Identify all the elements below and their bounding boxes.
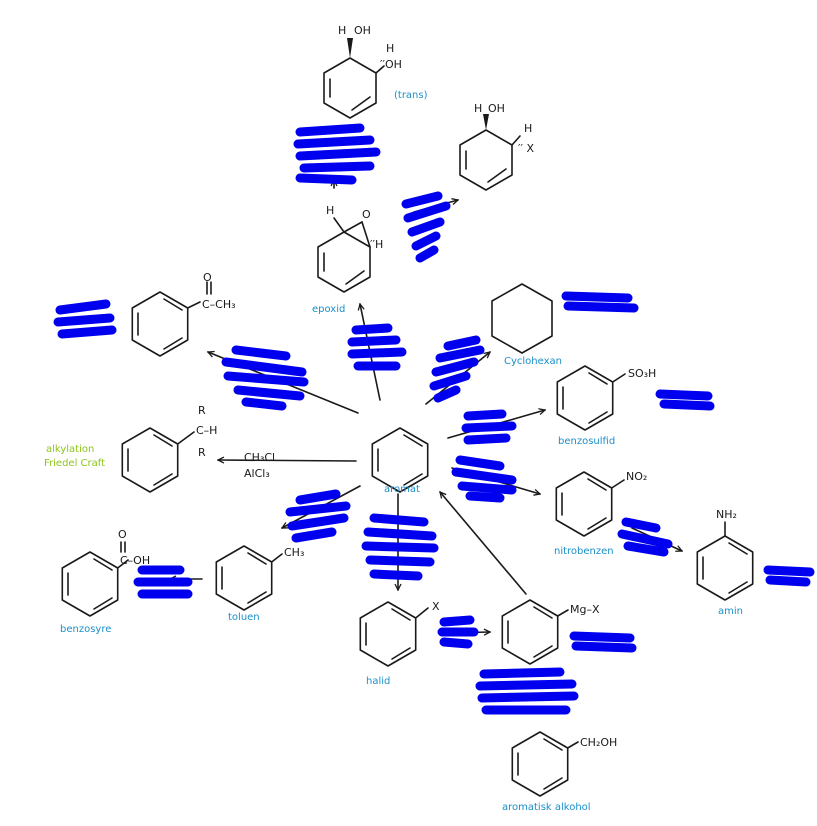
- side-label-line1: alkylation: [46, 444, 94, 455]
- benzene-sulfonic: [556, 365, 626, 431]
- scribble-cyclohexane-right: [561, 291, 639, 313]
- epoxide-oxygen: O: [362, 208, 371, 221]
- alkyl-r-bottom: R: [198, 446, 206, 459]
- sulfonic-group: SO₃H: [628, 367, 656, 380]
- scribble-halohydrin-reagent: [401, 191, 451, 263]
- label-toluen: toluen: [228, 612, 260, 623]
- label-epoxid: epoxid: [312, 304, 345, 315]
- benzene-amine: [696, 521, 754, 601]
- benzene-halide: [359, 601, 429, 667]
- halide-x: X: [432, 600, 440, 613]
- trans-diol-ring: [323, 38, 385, 119]
- reagent-ch3cl: CH₃Cl: [244, 451, 275, 464]
- benzene-benzyl-alcohol: [511, 731, 579, 797]
- benzene-aromat: [371, 427, 429, 493]
- acyl-oxygen: O: [203, 271, 212, 284]
- label-halid: halid: [366, 676, 390, 687]
- halohydrin-x: ′′ X: [518, 142, 534, 155]
- label-benzosulfid: benzosulfid: [558, 436, 615, 447]
- alkyl-r-top: R: [198, 404, 206, 417]
- amine-group: NH₂: [716, 508, 737, 521]
- halohydrin-oh: OH: [488, 102, 505, 115]
- epoxide-h-right: ′′H: [370, 238, 383, 251]
- methyl-group: CH₃: [284, 546, 304, 559]
- scribble-alcohol-reagent: [475, 667, 579, 715]
- label-amin: amin: [718, 606, 743, 617]
- scribble-acyl-left: [53, 299, 117, 339]
- acyl-group: C–CH₃: [202, 298, 236, 311]
- scribble-sulfonation-reagent: [461, 409, 517, 445]
- scribble-epoxide-reagent: [347, 323, 407, 371]
- benzoic-oxygen: O: [118, 528, 127, 541]
- nitro-group: NO₂: [626, 470, 647, 483]
- epoxide-h-left: H: [326, 204, 334, 217]
- label-benzosyre: benzosyre: [60, 624, 111, 635]
- scribble-toluene-reagent: [285, 489, 351, 543]
- arrow-grignard-to-aromat: [440, 492, 527, 595]
- scribble-halogenation-reagent: [361, 513, 439, 581]
- halohydrin-h-right: H: [524, 122, 532, 135]
- side-label-line2: Friedel Craft: [44, 458, 105, 469]
- benzene-grignard: [501, 599, 569, 665]
- scribble-cyclohexane-reagent: [429, 335, 485, 403]
- cyclohexane-ring: [491, 283, 553, 354]
- diol-h-right: H: [386, 42, 394, 55]
- redaction-scribbles: [53, 123, 815, 715]
- benzene-toluene: [215, 545, 283, 611]
- scribble-nitration-reagent: [451, 455, 517, 503]
- benzene-nitro: [555, 471, 625, 537]
- scribble-grignard-formation: [437, 615, 479, 649]
- benzyl-ch2oh: CH₂OH: [580, 736, 617, 749]
- reagent-alcl3: AlCl₃: [244, 467, 270, 480]
- diol-h-top: H: [338, 24, 346, 37]
- label-cyclohexan: Cyclohexan: [504, 356, 562, 367]
- alkyl-c-h: C–H: [196, 424, 217, 437]
- scribble-sulfonic-right: [655, 389, 715, 411]
- benzene-benzoic-acid: [61, 541, 129, 617]
- benzene-acyl: [131, 281, 212, 357]
- scribble-nitro-reduction: [617, 517, 673, 557]
- label-aromat: aromat: [384, 484, 420, 495]
- arrow-to-alkylbenzene: [218, 460, 357, 461]
- label-trans: (trans): [394, 90, 428, 101]
- grignard-group: Mg–X: [570, 603, 600, 616]
- scribble-grignard-right: [569, 631, 637, 653]
- diol-oh-top: OH: [354, 24, 371, 37]
- scribble-acyl-reagent: [221, 345, 309, 411]
- epoxide-ring: [317, 217, 371, 293]
- halohydrin-ring: [459, 114, 521, 191]
- scribble-amin-right: [763, 565, 815, 587]
- label-nitrobenzen: nitrobenzen: [554, 546, 614, 557]
- label-aromatisk-alkohol: aromatisk alkohol: [502, 802, 591, 813]
- diol-oh-right: ′′OH: [380, 58, 402, 71]
- scribble-oxidation-reagent: [133, 565, 193, 599]
- benzene-alkyl: [121, 427, 195, 493]
- halohydrin-h-top: H: [474, 102, 482, 115]
- benzoic-cooh: C–OH: [120, 554, 150, 567]
- scribble-diol-reagent: [293, 123, 381, 185]
